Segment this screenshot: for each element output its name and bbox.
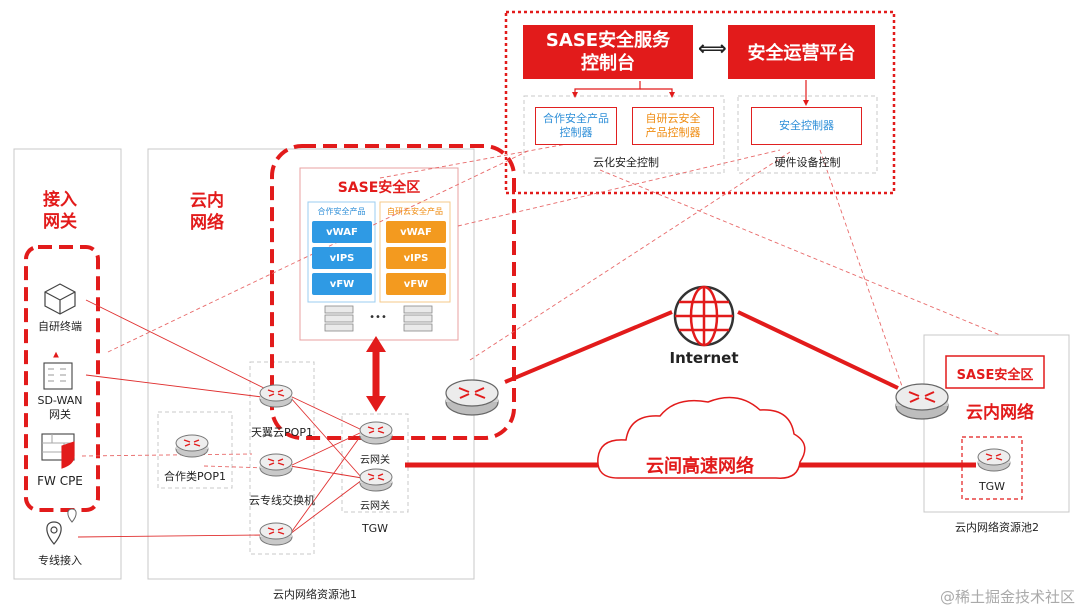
router-icon (359, 468, 393, 492)
firewall-icon (41, 433, 75, 469)
building-icon (43, 351, 73, 390)
vwaf-partner: vWAF (312, 221, 372, 243)
pool1-label: 云内网络资源池1 (273, 588, 357, 601)
location-pin-icon (67, 508, 77, 523)
bidirectional-arrow-icon: ⟺ (698, 36, 727, 60)
router-icon (895, 383, 949, 420)
hardware-device-control-label: 硬件设备控制 (774, 156, 841, 169)
intra-cloud-network-title: 云内 网络 (190, 191, 224, 233)
router-icon (175, 434, 209, 458)
pool2-label: 云内网络资源池2 (955, 521, 1039, 534)
partner-pop1-label: 合作类POP1 (164, 470, 226, 483)
globe-icon (673, 285, 735, 347)
sase-zone-2-label: SASE安全区 (956, 368, 1034, 383)
server-icon (324, 305, 433, 332)
access-gateway-title: 接入 网关 (43, 190, 77, 232)
sase-zone-title: SASE安全区 (337, 180, 421, 196)
router-icon (977, 448, 1011, 472)
package-icon (44, 283, 76, 315)
cloud-gateway-label-1: 云网关 (360, 455, 390, 466)
cloud-gateway-label-2: 云网关 (360, 501, 390, 512)
security-controller: 安全控制器 (751, 107, 862, 145)
inter-cloud-network-label: 云间高速网络 (646, 456, 754, 477)
tgw-label: TGW (361, 522, 389, 535)
vfw-selfdev: vFW (386, 273, 446, 295)
cloud-security-control-label: 云化安全控制 (593, 156, 659, 169)
router-icon (259, 453, 293, 477)
tianyi-pop1-label: 天翼云POP1 (251, 426, 313, 439)
watermark: @稀土掘金技术社区 (939, 588, 1075, 606)
router-icon (359, 421, 393, 445)
vfw-partner: vFW (312, 273, 372, 295)
location-pin-icon (46, 521, 62, 545)
selfdev-cloud-security-controller: 自研云安全 产品控制器 (632, 107, 714, 145)
dedicated-access-label: 专线接入 (38, 554, 82, 567)
intra-cloud-network-2-label: 云内网络 (966, 403, 1034, 423)
ellipsis-dots: ••• (369, 312, 387, 323)
router-icon (445, 379, 499, 416)
dedicated-switch-label: 云专线交换机 (249, 494, 315, 507)
router-icon (259, 522, 293, 546)
cloud-shape (597, 396, 806, 479)
vips-selfdev: vIPS (386, 247, 446, 269)
internet-label: Internet (669, 349, 739, 367)
sase-console-button: SASE安全服务 控制台 (523, 25, 693, 79)
router-icon (259, 384, 293, 408)
partner-products-label: 合作安全产品 (317, 207, 366, 216)
security-ops-platform: 安全运营平台 (728, 25, 875, 79)
partner-security-controller: 合作安全产品 控制器 (535, 107, 617, 145)
selfdev-terminal-label: 自研终端 (38, 320, 82, 333)
vips-partner: vIPS (312, 247, 372, 269)
tgw-2-label: TGW (978, 480, 1006, 493)
sdwan-gateway-label: SD-WAN 网关 (37, 394, 83, 421)
vwaf-selfdev: vWAF (386, 221, 446, 243)
fw-cpe-label: FW CPE (37, 474, 83, 488)
selfdev-products-label: 自研云安全产品 (387, 207, 443, 216)
